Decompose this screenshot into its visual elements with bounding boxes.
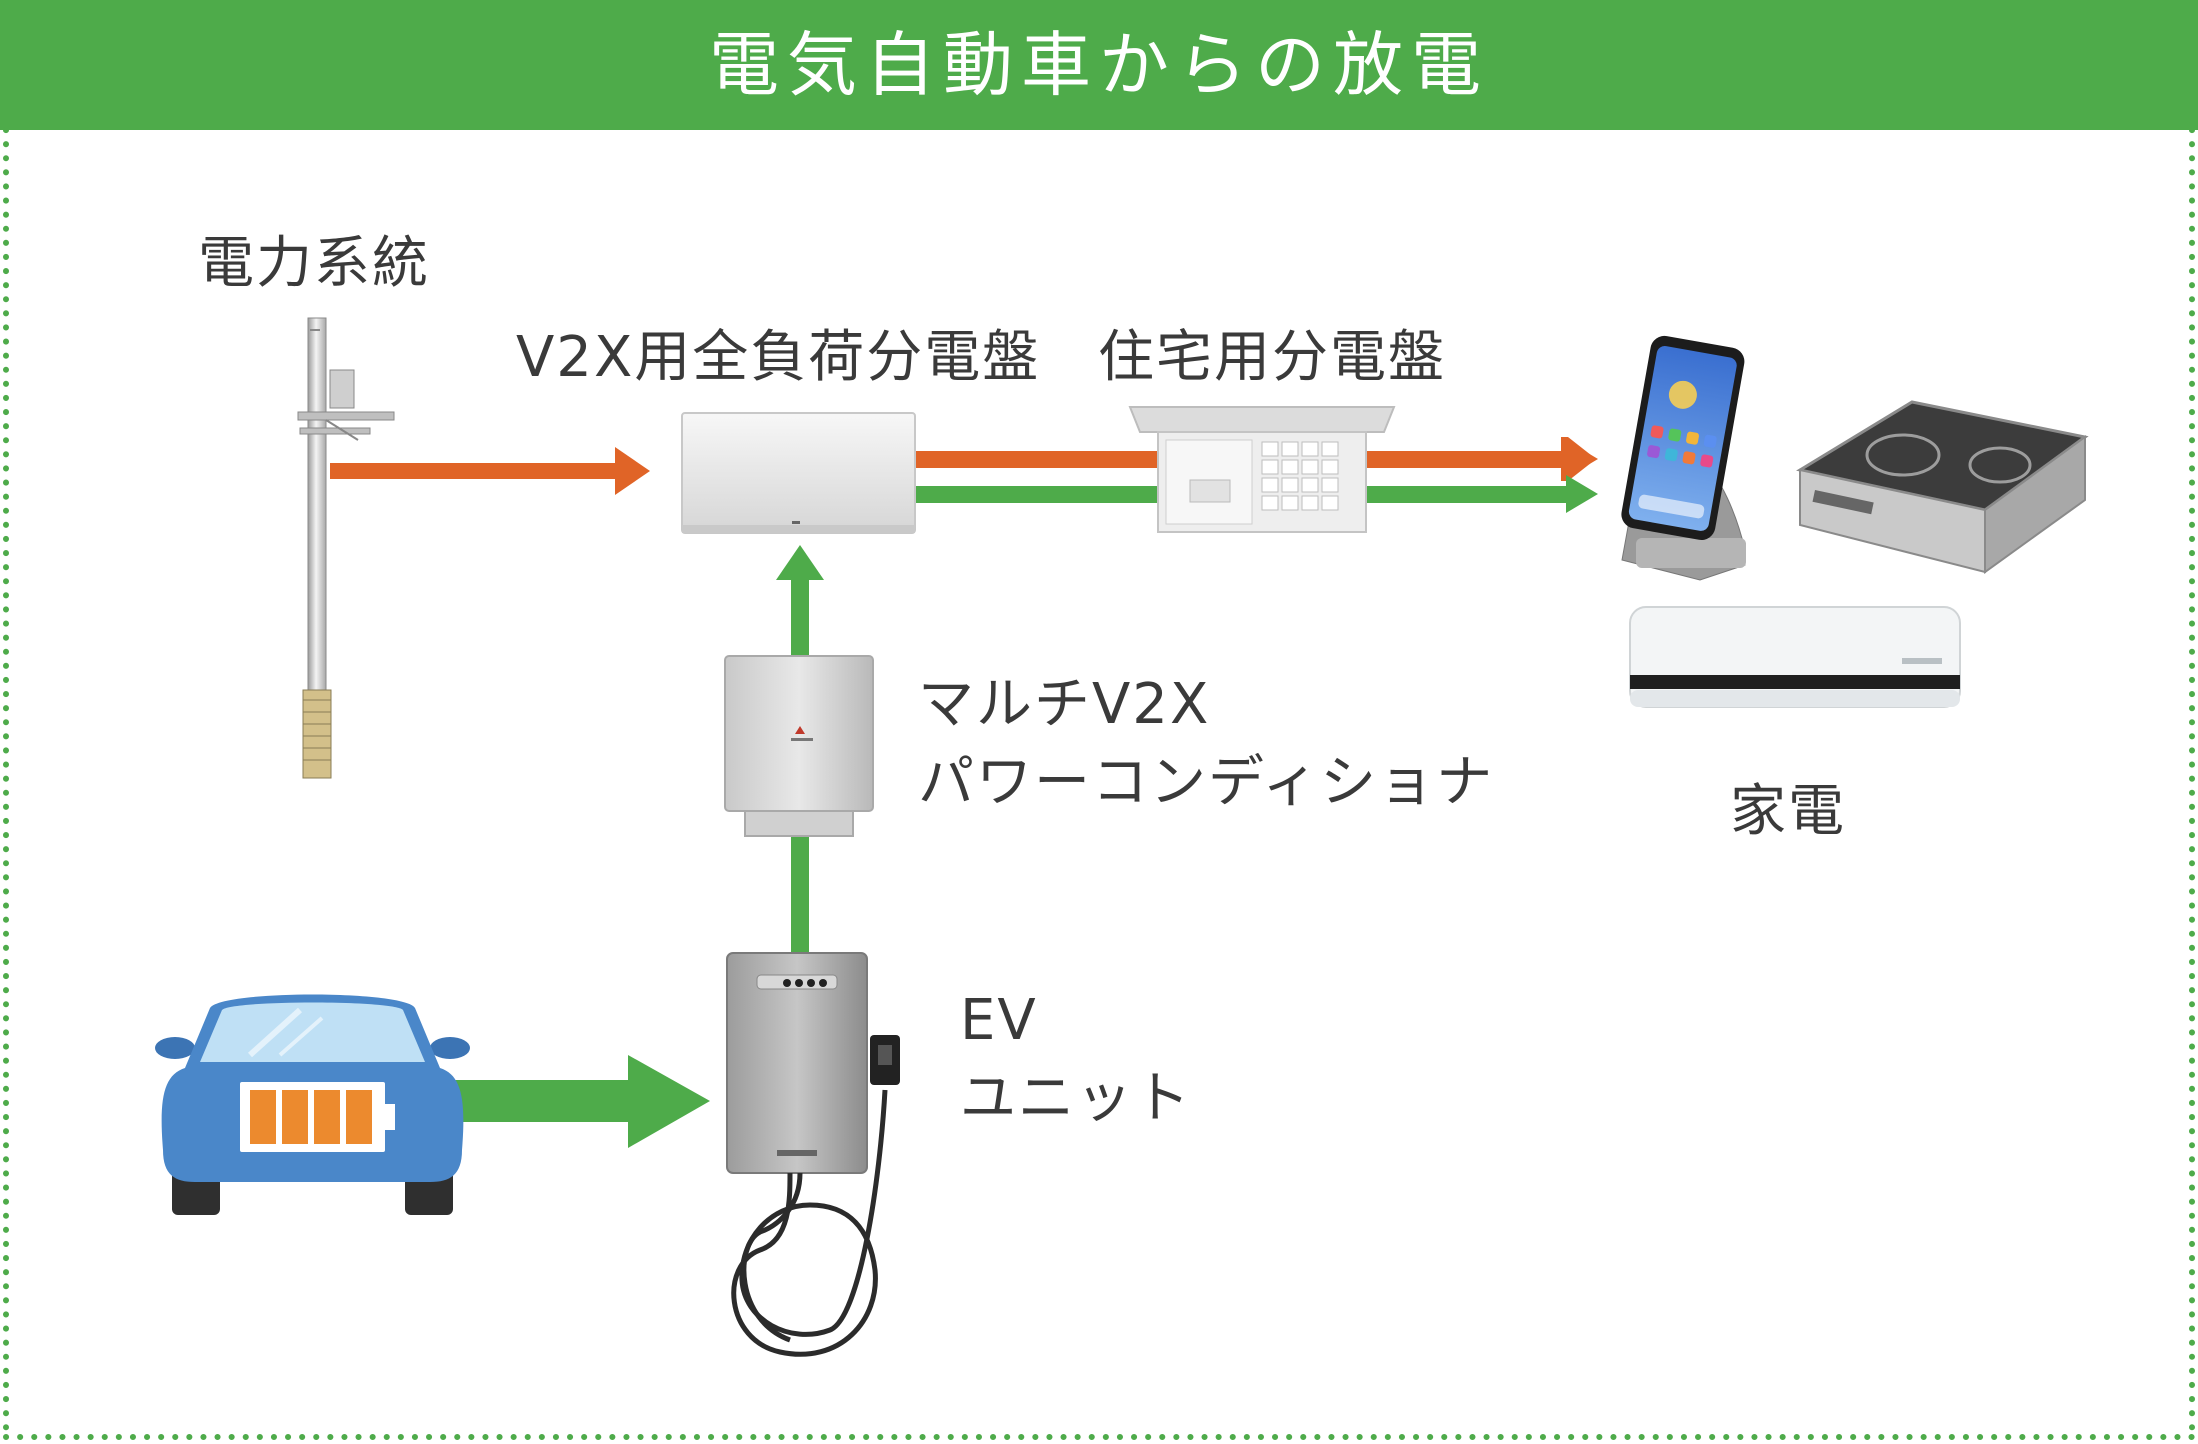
utility-pole-icon bbox=[297, 317, 395, 779]
home-panel-label: 住宅用分電盤 bbox=[1098, 325, 1446, 390]
smartphone-icon bbox=[1621, 335, 1746, 581]
page-title: 電気自動車からの放電 bbox=[709, 24, 1489, 106]
electric-car-icon bbox=[155, 994, 470, 1215]
ev-charger-icon bbox=[726, 952, 900, 1357]
v2x-panel-label: V2X用全負荷分電盤 bbox=[516, 325, 1041, 390]
home-breaker-panel-icon bbox=[1128, 406, 1396, 533]
grid-to-v2x-arrow bbox=[330, 447, 650, 495]
pcs-label-line1: マルチV2X bbox=[918, 672, 1211, 737]
distribution-panel-icon bbox=[681, 412, 916, 534]
appliances-label: 家電 bbox=[1730, 779, 1846, 844]
grid-label: 電力系統 bbox=[198, 231, 430, 296]
pcs-to-v2x-arrow bbox=[776, 545, 824, 656]
ev-unit-to-pcs-line bbox=[791, 835, 809, 953]
power-conditioner-icon bbox=[724, 655, 874, 837]
induction-cooktop-icon bbox=[1796, 400, 2089, 574]
v2x-to-home-panel-arrows bbox=[915, 451, 1160, 503]
title-bar: 電気自動車からの放電 bbox=[0, 0, 2198, 130]
dotted-border bbox=[3, 127, 2195, 1440]
home-panel-to-appliances-arrows bbox=[1366, 437, 1598, 513]
car-to-ev-unit-arrow bbox=[455, 1055, 710, 1148]
ev-unit-label-line1: EV bbox=[960, 988, 1038, 1053]
pcs-label-line2: パワーコンディショナ bbox=[918, 750, 1495, 815]
air-conditioner-icon bbox=[1629, 606, 1961, 708]
ev-unit-label-line2: ユニット bbox=[960, 1066, 1192, 1131]
